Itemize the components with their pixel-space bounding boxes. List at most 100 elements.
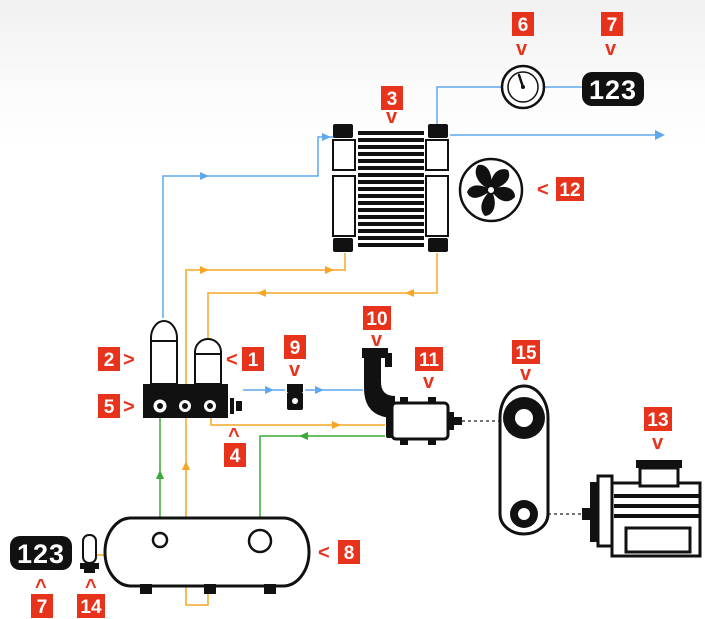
pipes [96,86,658,606]
arrow-orange [332,421,341,429]
arrow-orange [257,289,266,297]
fan-icon [458,157,524,223]
counter-display-icon: 123 [582,72,644,106]
callout-number: 2 [104,350,115,371]
arrow-blue [322,133,331,141]
arrow-green [299,432,308,440]
orange-pipes [96,253,438,606]
callout-badge-3: 3 [381,86,403,110]
callout-badge-2: 2 [98,347,120,371]
callout-number: 7 [37,597,48,618]
callout-pointer: ^ [85,576,97,598]
callout-number: 4 [230,446,241,467]
callout-badge-11: 11 [415,347,443,371]
callout-pointer: v [289,359,301,381]
callout-badge-box [512,12,534,36]
cylinder-icon [150,320,178,385]
callout-badge-7a: 7 [601,12,623,36]
solenoid-valve-icon [287,384,303,410]
arrow-orange [405,289,414,297]
pipe-blue-exchanger-to-gauge [436,86,502,127]
callout-pointer: > [123,349,135,371]
callout-badge-box [284,335,306,359]
shaft-links [462,420,582,515]
pressure-gauge-icon [500,64,546,110]
counter-readout-top: 123 [589,75,637,105]
callout-number: 1 [248,350,259,371]
arrow-orange [325,266,334,274]
pipe-blue-cylinder-to-exchanger [162,136,335,318]
callout-pointer: v [520,363,532,385]
callout-pointer: v [605,38,617,60]
callout-number: 14 [80,597,102,618]
counter-display-icon: 123 [10,536,72,570]
heat-exchanger-fins [358,131,424,247]
callout-number: 15 [515,343,537,364]
callout-badge-box [363,306,391,330]
arrow-green [156,470,164,479]
callout-badge-box [77,594,105,618]
callout-pointer: > [123,396,135,418]
callout-badge-box [601,12,623,36]
green-pipes [159,416,385,530]
callout-badge-box [644,407,672,431]
callout-badge-10: 10 [363,306,391,330]
pipe-orange-tank-loop [185,416,209,606]
flow-arrows [156,130,665,556]
callout-badge-7b: 7 [31,594,53,618]
callout-pointer: < [226,349,238,371]
pipe-orange-manifold-to-pump [210,414,385,426]
arrow-blue [265,386,274,394]
callout-number: 9 [290,338,301,359]
callout-badge-13: 13 [644,407,672,431]
callout-badge-box [415,347,443,371]
callout-pointer: ^ [228,425,240,447]
callout-badge-box [98,394,120,418]
belt-drive-icon [498,384,550,536]
callout-badge-15: 15 [512,340,540,364]
callout-badge-box [381,86,403,110]
callout-pointer: < [537,179,549,201]
heat-exchanger-icon [332,124,449,252]
receiver-tank-icon [103,516,311,594]
callout-badge-box [98,347,120,371]
manifold-block-icon [143,384,242,418]
callout-number: 7 [607,15,618,36]
callout-badge-12: 12 [556,177,584,201]
callout-badge-box [242,347,264,371]
arrow-blue [200,172,209,180]
callout-badge-14: 14 [77,594,105,618]
callout-pointer: v [371,329,383,351]
callout-pointer: v [652,432,664,454]
callout-badge-4: 4 [224,443,246,467]
callout-pointer: v [423,371,435,393]
callout-badge-6: 6 [512,12,534,36]
counter-readout-bottom: 123 [17,539,65,569]
callout-badge-box [224,443,246,467]
callout-badge-box [338,540,360,564]
pipe-orange-exchanger-return [207,253,438,341]
callout-number: 5 [104,397,115,418]
arrow-orange [182,461,190,470]
callout-badge-box [31,594,53,618]
callout-number: 8 [344,543,355,564]
pump-icon [362,348,462,445]
motor-icon [582,460,702,558]
callout-number: 3 [387,89,398,110]
callout-number: 10 [366,309,387,330]
callout-pointer: v [386,106,398,128]
sensor-icon [80,534,99,573]
callout-badge-8: 8 [338,540,360,564]
callout-pointer: < [318,542,330,564]
callout-badge-box [556,177,584,201]
callout-pointer: v [516,38,528,60]
callout-badge-1: 1 [242,347,264,371]
callout-badge-5: 5 [98,394,120,418]
arrow-orange [200,266,209,274]
callout-badge-box [512,340,540,364]
callout-number: 13 [647,410,668,431]
arrow-blue [655,130,665,140]
